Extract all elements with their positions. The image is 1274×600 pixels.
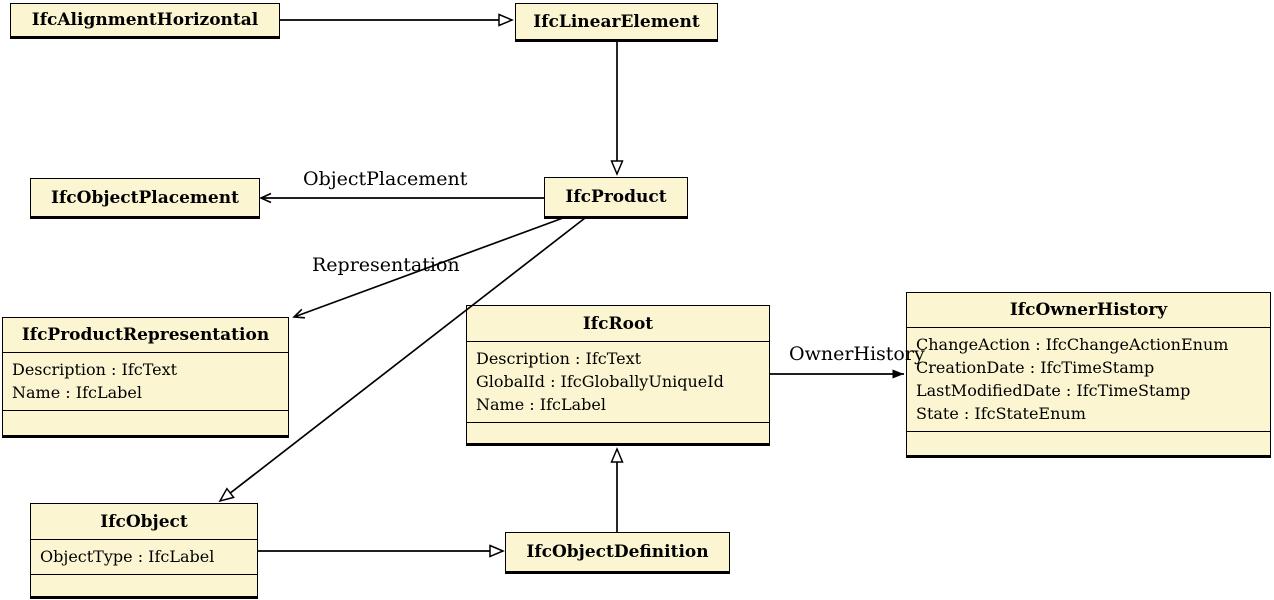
class-title: IfcObjectDefinition: [526, 542, 709, 562]
class-box-ifcobject: IfcObject ObjectType : IfcLabel: [30, 503, 258, 599]
class-title: IfcProduct: [565, 187, 667, 207]
attribute-row: Name : IfcLabel: [12, 383, 142, 402]
class-empty-compartment: [907, 432, 1270, 455]
class-box-ifcproductrepresentation: IfcProductRepresentation Description : I…: [2, 317, 289, 438]
class-title: IfcOwnerHistory: [907, 293, 1270, 328]
class-title: IfcProductRepresentation: [3, 318, 288, 353]
class-title: IfcObject: [31, 504, 257, 540]
edge-label-objectplacement: ObjectPlacement: [303, 168, 468, 190]
edge-label-representation: Representation: [312, 254, 460, 276]
attribute-row: ChangeAction : IfcChangeActionEnum: [916, 335, 1229, 354]
class-empty-compartment: [467, 423, 769, 443]
class-box-ifclinearelement: IfcLinearElement: [515, 3, 718, 42]
attribute-row: GlobalId : IfcGloballyUniqueId: [476, 372, 724, 391]
class-box-ifcobjectplacement: IfcObjectPlacement: [30, 178, 260, 219]
class-attributes: Description : IfcText GlobalId : IfcGlob…: [467, 342, 769, 423]
class-title: IfcAlignmentHorizontal: [31, 10, 259, 30]
attribute-row: ObjectType : IfcLabel: [40, 547, 215, 566]
class-attributes: ChangeAction : IfcChangeActionEnum Creat…: [907, 328, 1270, 432]
edge-label-ownerhistory: OwnerHistory: [789, 343, 925, 365]
class-empty-compartment: [31, 575, 257, 596]
attribute-row: State : IfcStateEnum: [916, 404, 1086, 423]
class-title: IfcRoot: [467, 306, 769, 342]
attribute-row: LastModifiedDate : IfcTimeStamp: [916, 381, 1191, 400]
class-attributes: ObjectType : IfcLabel: [31, 540, 257, 575]
class-attributes: Description : IfcText Name : IfcLabel: [3, 353, 288, 411]
class-box-ifcroot: IfcRoot Description : IfcText GlobalId :…: [466, 305, 770, 446]
class-empty-compartment: [3, 411, 288, 435]
attribute-row: CreationDate : IfcTimeStamp: [916, 358, 1155, 377]
class-box-ifcalignmenthorizontal: IfcAlignmentHorizontal: [10, 3, 280, 39]
class-title: IfcObjectPlacement: [51, 187, 239, 208]
class-box-ifcproduct: IfcProduct: [544, 177, 688, 219]
class-box-ifcownerhistory: IfcOwnerHistory ChangeAction : IfcChange…: [906, 292, 1271, 458]
attribute-row: Name : IfcLabel: [476, 395, 606, 414]
attribute-row: Description : IfcText: [476, 349, 642, 368]
class-title: IfcLinearElement: [533, 11, 700, 32]
class-box-ifcobjectdefinition: IfcObjectDefinition: [505, 532, 730, 574]
attribute-row: Description : IfcText: [12, 360, 178, 379]
